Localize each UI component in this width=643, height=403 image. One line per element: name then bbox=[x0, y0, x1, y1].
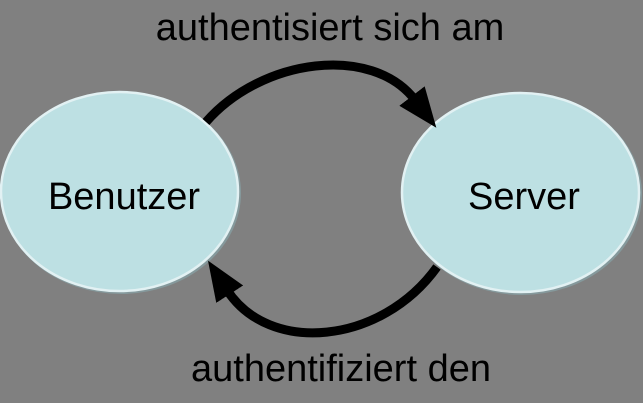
node-benutzer-highlight bbox=[0, 90, 240, 293]
edge-label-bottom: authentifiziert den bbox=[191, 348, 491, 390]
arrow-benutzer-to-server bbox=[202, 60, 437, 128]
arrow-server-to-benutzer bbox=[207, 260, 441, 338]
edge-label-top: authentisiert sich am bbox=[155, 7, 505, 49]
node-server-ellipse bbox=[402, 93, 639, 292]
node-server-label: Server bbox=[468, 176, 580, 218]
node-benutzer-label: Benutzer bbox=[47, 176, 201, 218]
node-server-highlight bbox=[400, 91, 641, 294]
node-benutzer-ellipse bbox=[1, 92, 238, 291]
